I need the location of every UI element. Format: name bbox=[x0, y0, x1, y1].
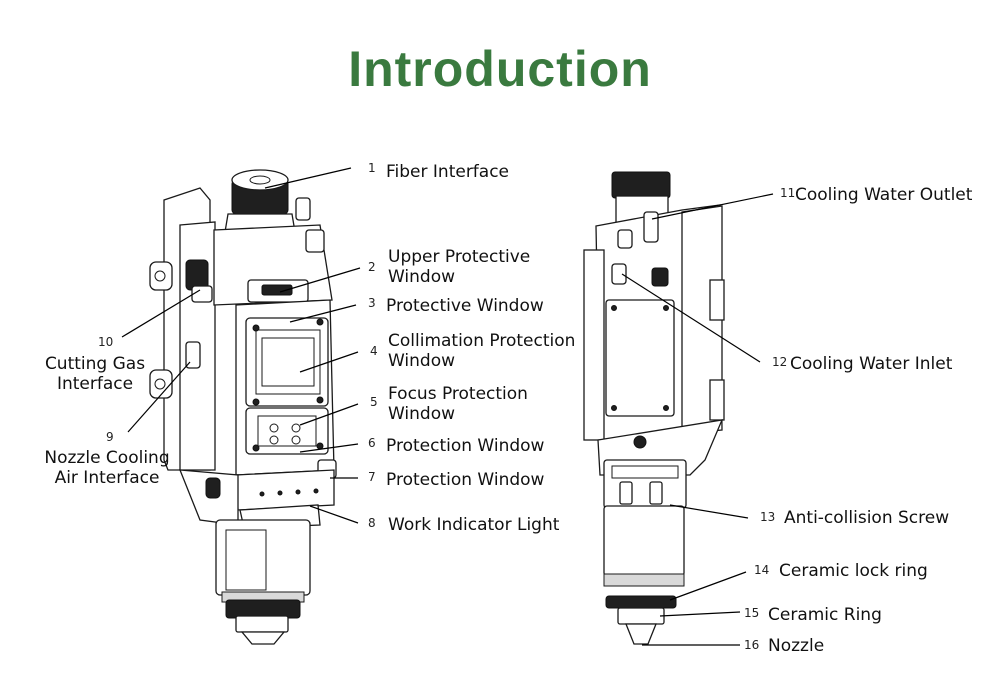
leader-3 bbox=[289, 304, 357, 323]
callout-16-label: Nozzle bbox=[768, 636, 824, 656]
callout-13-label: Anti-collision Screw bbox=[784, 508, 949, 528]
callout-10-number: 10 bbox=[98, 335, 113, 349]
callout-7-label: Protection Window bbox=[386, 470, 545, 490]
leader-13 bbox=[669, 504, 749, 519]
callout-1-label: Fiber Interface bbox=[386, 162, 509, 182]
callout-8-number: 8 bbox=[368, 516, 376, 530]
callout-14-label: Ceramic lock ring bbox=[779, 561, 928, 581]
callout-3-label: Protective Window bbox=[386, 296, 544, 316]
callout-6-label: Protection Window bbox=[386, 436, 545, 456]
callout-4-label-line1: Collimation Protection bbox=[388, 331, 575, 351]
leader-4 bbox=[299, 351, 359, 373]
callout-14-number: 14 bbox=[754, 563, 769, 577]
callout-6-number: 6 bbox=[368, 436, 376, 450]
leader-14 bbox=[669, 571, 747, 601]
callout-9-label-line1: Nozzle Cooling bbox=[44, 448, 169, 468]
callout-10-label-line1: Cutting Gas bbox=[45, 354, 145, 374]
callout-15-label: Ceramic Ring bbox=[768, 605, 882, 625]
leader-10 bbox=[121, 289, 201, 338]
callout-2-label-line1: Upper Protective bbox=[388, 247, 530, 267]
callout-2-label-line2: Window bbox=[388, 267, 455, 287]
callout-8-label: Work Indicator Light bbox=[388, 515, 560, 535]
page-title: Introduction bbox=[348, 41, 652, 97]
leader-11 bbox=[651, 193, 774, 220]
leader-6 bbox=[299, 443, 359, 453]
callout-9-label-line2: Air Interface bbox=[55, 468, 160, 488]
callout-12-label: Cooling Water Inlet bbox=[790, 354, 953, 374]
leader-8 bbox=[309, 505, 359, 524]
callout-13-number: 13 bbox=[760, 510, 775, 524]
callout-2-number: 2 bbox=[368, 260, 376, 274]
callout-15-number: 15 bbox=[744, 606, 759, 620]
leader-5 bbox=[299, 403, 359, 426]
callout-5-number: 5 bbox=[370, 395, 378, 409]
callout-3-number: 3 bbox=[368, 296, 376, 310]
leader-lines bbox=[121, 167, 774, 646]
callout-labels: 1 Fiber Interface 2 Upper Protective Win… bbox=[44, 161, 972, 656]
callout-9-number: 9 bbox=[106, 430, 114, 444]
callout-4-label-line2: Window bbox=[388, 351, 455, 371]
callout-16-number: 16 bbox=[744, 638, 759, 652]
callout-11-number: 11 bbox=[780, 186, 795, 200]
leader-15 bbox=[659, 611, 741, 617]
callout-1-number: 1 bbox=[368, 161, 376, 175]
laser-head-front-view bbox=[149, 169, 337, 645]
leader-2 bbox=[279, 267, 361, 293]
callout-11-label: Cooling Water Outlet bbox=[795, 185, 973, 205]
leader-9 bbox=[127, 361, 191, 433]
leader-12 bbox=[621, 273, 761, 363]
callout-12-number: 12 bbox=[772, 355, 787, 369]
callout-5-label-line2: Window bbox=[388, 404, 455, 424]
callout-10-label-line2: Interface bbox=[57, 374, 133, 394]
leader-1 bbox=[264, 167, 352, 189]
callout-4-number: 4 bbox=[370, 344, 378, 358]
laser-head-side-view bbox=[583, 171, 725, 645]
callout-7-number: 7 bbox=[368, 470, 376, 484]
callout-5-label-line1: Focus Protection bbox=[388, 384, 528, 404]
